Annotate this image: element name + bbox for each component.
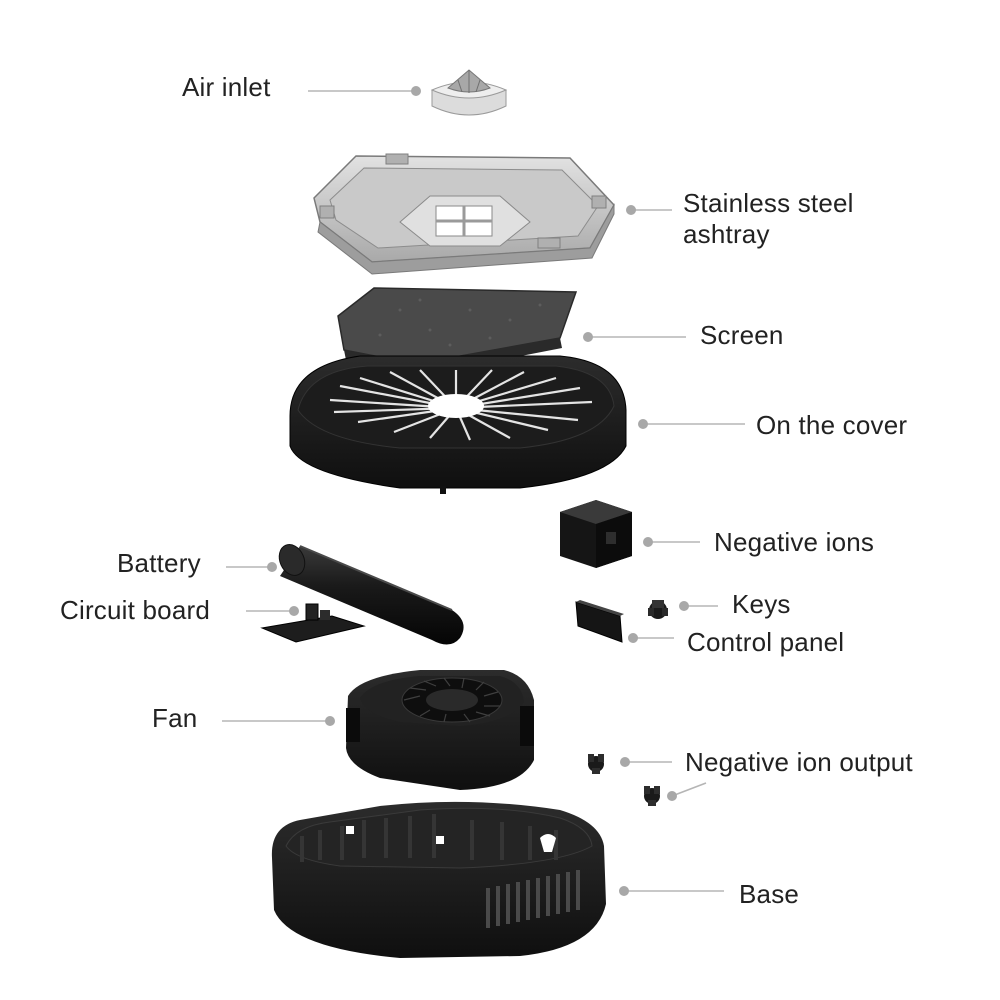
negative-ion-output-part-1: [588, 754, 604, 774]
label-ashtray-line2: ashtray: [683, 219, 770, 249]
leader-dots: [267, 86, 689, 896]
leader-dot-circuit-board: [289, 606, 299, 616]
leader-dot-keys: [679, 601, 689, 611]
label-fan: Fan: [152, 703, 198, 733]
leader-dot-cover: [638, 419, 648, 429]
keys-part: [648, 600, 668, 619]
label-battery: Battery: [117, 548, 201, 578]
leader-lines: [222, 90, 745, 892]
label-circuit-board: Circuit board: [60, 595, 210, 625]
leader-dot-battery: [267, 562, 277, 572]
leader-dot-screen: [583, 332, 593, 342]
cover-part: [289, 355, 627, 494]
label-negative-ions: Negative ions: [714, 527, 875, 557]
leader-dot-ion-output-1: [620, 757, 630, 767]
label-keys: Keys: [732, 589, 791, 619]
leader-dot-ashtray: [626, 205, 636, 215]
label-negative-ion-output: Negative ion output: [685, 747, 913, 777]
leader-dot-air-inlet: [411, 86, 421, 96]
leader-ion-output-2: [671, 782, 707, 797]
label-air-inlet: Air inlet: [182, 72, 271, 102]
label-screen: Screen: [700, 320, 784, 350]
leader-dot-base: [619, 886, 629, 896]
label-base: Base: [739, 879, 800, 909]
label-cover: On the cover: [756, 410, 908, 440]
negative-ion-output-part-2: [644, 786, 660, 806]
control-panel-part: [575, 600, 624, 643]
circuit-board-part: [260, 603, 366, 643]
ashtray-part: [313, 153, 615, 275]
label-ashtray-line1: Stainless steel: [683, 188, 854, 218]
label-control-panel: Control panel: [687, 627, 845, 657]
base-part: [271, 801, 606, 958]
leader-dot-ion-output-2: [667, 791, 677, 801]
negative-ions-part: [560, 500, 632, 568]
fan-part: [346, 670, 534, 790]
leader-dot-fan: [325, 716, 335, 726]
leader-dot-control-panel: [628, 633, 638, 643]
air-inlet-part: [430, 69, 508, 116]
leader-dot-negative-ions: [643, 537, 653, 547]
battery-part: [278, 544, 464, 645]
